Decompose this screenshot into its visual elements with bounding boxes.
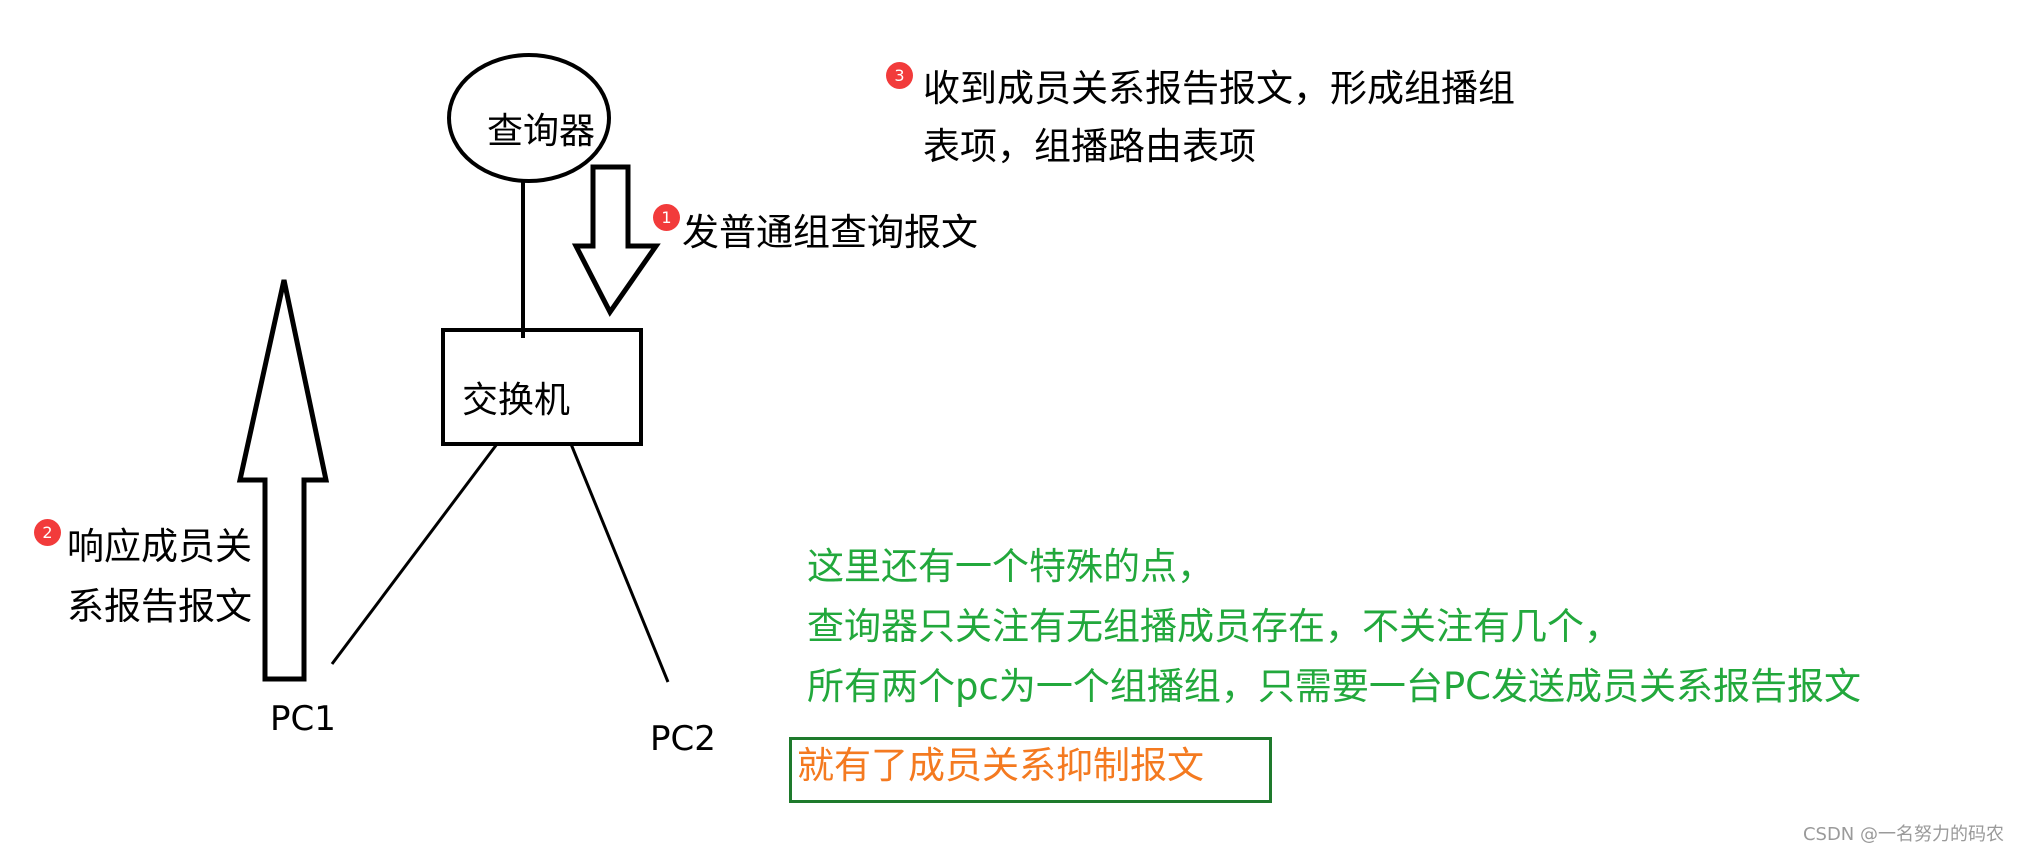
switch-pc1-link [330,443,499,665]
step-2-badge: 2 [34,519,61,546]
watermark: CSDN @一名努力的码农 [1802,824,2004,845]
pc2-label: PC2 [650,719,716,759]
suppression-box [789,737,1272,803]
step-1-text: 发普通组查询报文 [682,211,978,254]
report-arrow [236,279,330,682]
step-3-badge: 3 [886,62,913,89]
switch-node [441,328,643,446]
pc1-label: PC1 [270,699,336,739]
note-line-2: 查询器只关注有无组播成员存在，不关注有几个， [807,605,1621,648]
switch-label: 交换机 [462,380,571,421]
step-3-text-line2: 表项，组播路由表项 [923,125,1256,168]
querier-label: 查询器 [487,111,596,152]
step-2-text-line1: 响应成员关 [67,525,252,568]
step-2-text-line2: 系报告报文 [67,585,252,628]
note-line-3: 所有两个pc为一个组播组，只需要一台PC发送成员关系报告报文 [807,665,1861,708]
step-3-text-line1: 收到成员关系报告报文，形成组播组 [923,67,1515,110]
switch-pc2-link [569,443,670,683]
suppression-text: 就有了成员关系抑制报文 [797,744,1204,787]
step-1-badge: 1 [653,204,680,231]
querier-node [447,53,611,183]
note-line-1: 这里还有一个特殊的点， [807,545,1214,588]
query-arrow [571,164,661,317]
